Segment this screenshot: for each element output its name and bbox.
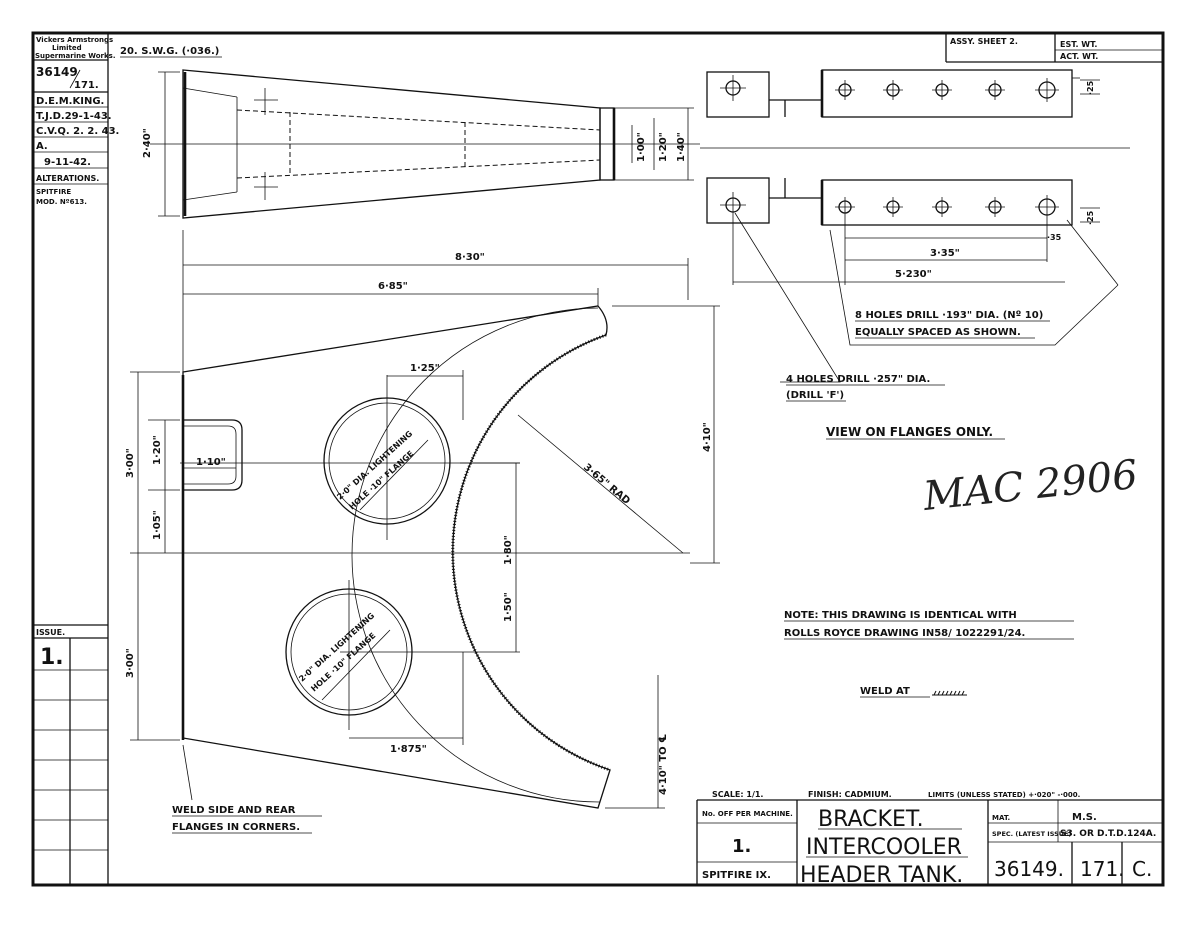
dim-1-20-tab: 1·20" [152, 435, 163, 465]
dim-8-30: 8·30" [455, 252, 485, 263]
sidebar: Vickers Armstrongs Limited Supermarine W… [33, 33, 119, 885]
title-line-3: HEADER TANK. [800, 863, 963, 888]
dim-3-65-rad: 3·65" RAD [581, 462, 632, 507]
issue-value: 1. [40, 645, 64, 670]
quantity: 1. [732, 836, 751, 857]
title-line-2: INTERCOOLER [806, 835, 962, 860]
weld-note-2: FLANGES IN CORNERS. [172, 822, 300, 833]
weld-note-1: WELD SIDE AND REAR [172, 805, 296, 816]
sidebar-row-3: C.V.Q. 2. 2. 43. [36, 126, 119, 137]
dim-6-85: 6·85" [378, 281, 408, 292]
plate-view: 2·0" DIA. LIGHTENING HOLE ·10" FLANGE 2·… [125, 230, 720, 809]
sidebar-row-1: D.E.M.KING. [36, 96, 104, 107]
act-weight: ACT. WT. [1060, 52, 1098, 61]
material-value: M.S. [1072, 812, 1097, 823]
dim-0-35: ·35 [1047, 233, 1062, 242]
weld-at: WELD AT [860, 686, 910, 697]
sidebar-row-5: 9-11-42. [44, 157, 91, 168]
dim-1-00: 1·00" [636, 132, 647, 162]
company-line-1: Vickers Armstrongs [36, 36, 113, 44]
dim-5-230: 5·230" [895, 269, 932, 280]
dim-0-25-top: ·25 [1086, 80, 1095, 95]
note-8-holes-1: 8 HOLES DRILL ·193" DIA. (Nº 10) [855, 310, 1043, 321]
handwritten-mark: MAC 2906 [920, 452, 1140, 520]
dim-1-10: 1·10" [196, 457, 226, 468]
sidebar-drawing-sheet: 171. [74, 80, 99, 91]
flange-view: ·25 ·25 3·35" 5·230" ·35 [700, 69, 1130, 383]
dim-1-50: 1·50" [503, 592, 514, 622]
dim-0-25-bottom: ·25 [1086, 210, 1095, 225]
no-off-label: No. OFF PER MACHINE. [702, 810, 793, 818]
sheet-border [31, 31, 1165, 887]
header: 20. S.W.G. (·036.) ASSY. SHEET 2. EST. W… [120, 33, 1163, 63]
arc-flange [451, 333, 611, 772]
note-4-holes-1: 4 HOLES DRILL ·257" DIA. [786, 374, 930, 385]
side-view: 2·40" 1·00" 1·20" 1·40" [142, 69, 700, 219]
note-identical-2: ROLLS ROYCE DRAWING IN58/ 1022291/24. [784, 628, 1025, 639]
title-block: SCALE: 1/1. FINISH: CADMIUM. LIMITS (UNL… [696, 790, 1163, 888]
aircraft-model: SPITFIRE IX. [702, 870, 771, 881]
sidebar-row-2: T.J.D.29-1-43. [36, 111, 112, 122]
note-8-holes-2: EQUALLY SPACED AS SHOWN. [855, 327, 1021, 338]
dim-3-35: 3·35" [930, 248, 960, 259]
view-label: VIEW ON FLANGES ONLY. [826, 425, 993, 439]
issue-label: ISSUE. [36, 628, 65, 637]
dim-1-80: 1·80" [503, 535, 514, 565]
dim-1-40: 1·40" [676, 132, 687, 162]
gauge-note: 20. S.W.G. (·036.) [120, 46, 219, 57]
est-weight: EST. WT. [1060, 40, 1097, 49]
dim-1-875: 1·875" [390, 744, 427, 755]
dim-3-00-lower: 3·00" [125, 648, 136, 678]
assy-sheet: ASSY. SHEET 2. [950, 37, 1018, 46]
dim-4-10: 4·10" [702, 422, 713, 452]
material-label: MAT. [992, 814, 1010, 822]
spec-label: SPEC. (LATEST ISSUE) [992, 830, 1071, 838]
limits: LIMITS (UNLESS STATED) +·020" -·000. [928, 791, 1080, 799]
company-line-3: Supermarine Works. [35, 52, 116, 60]
scale: SCALE: 1/1. [712, 790, 763, 799]
dim-1-20: 1·20" [658, 132, 669, 162]
dim-4-10-to-cl: 4·10" TO ℄ [658, 734, 669, 795]
dim-2-40: 2·40" [142, 128, 153, 158]
weld-symbol [932, 690, 967, 696]
sidebar-row-8: MOD. Nº613. [36, 198, 87, 206]
spec-value: S3. OR D.T.D.124A. [1060, 829, 1156, 839]
flange-holes-top [835, 78, 1059, 102]
finish: FINISH: CADMIUM. [808, 790, 892, 799]
issue-letter: C. [1132, 857, 1152, 881]
drawing-number: 36149. [994, 857, 1064, 881]
company-line-2: Limited [52, 44, 82, 52]
sidebar-row-7: SPITFIRE [36, 188, 71, 196]
sidebar-row-4: A. [36, 141, 48, 152]
flange-holes-bottom [835, 195, 1059, 219]
sidebar-row-6: ALTERATIONS. [36, 174, 99, 183]
note-4-holes-2: (DRILL 'F') [786, 390, 844, 401]
dim-3-00-upper: 3·00" [125, 448, 136, 478]
dim-1-05: 1·05" [152, 510, 163, 540]
note-identical-1: NOTE: THIS DRAWING IS IDENTICAL WITH [784, 610, 1017, 621]
sheet-number: 171. [1080, 857, 1125, 881]
title-line-1: BRACKET. [818, 807, 924, 832]
sidebar-drawing-number: 36149 [36, 65, 78, 79]
dim-1-25: 1·25" [410, 363, 440, 374]
